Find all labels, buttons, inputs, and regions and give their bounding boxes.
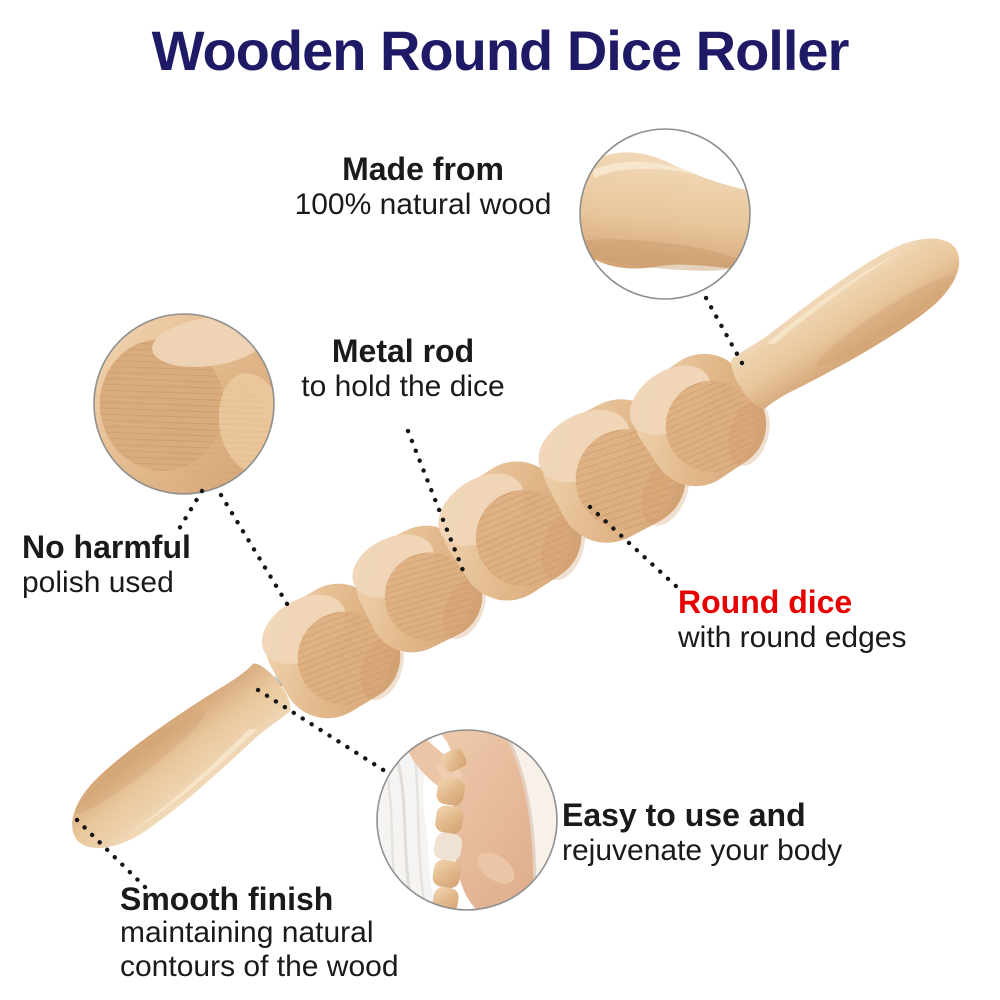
callout-body-line1: maintaining natural <box>120 916 374 949</box>
callout-heading: No harmful <box>22 529 191 565</box>
callout-body: to hold the dice <box>301 370 505 403</box>
leader-line-usage-inset <box>255 687 391 776</box>
callout-heading: Made from <box>342 151 504 187</box>
leader-line-no-harmful <box>173 488 205 537</box>
zoom-inset-dice <box>93 313 275 495</box>
callout-round-dice: Round dice with round edges <box>678 585 907 655</box>
callout-smooth-finish: Smooth finish maintaining natural contou… <box>120 882 399 984</box>
callout-body-line2: contours of the wood <box>120 950 399 983</box>
callout-body: rejuvenate your body <box>562 834 843 867</box>
handle-right <box>721 218 977 421</box>
callout-heading: Easy to use and <box>562 797 806 833</box>
leader-line-handle-inset <box>703 295 750 375</box>
callout-body: polish used <box>22 566 174 599</box>
page-title: Wooden Round Dice Roller <box>151 19 850 82</box>
leader-line-dice-inset <box>218 492 295 615</box>
callout-easy-to-use: Easy to use and rejuvenate your body <box>562 798 842 868</box>
zoom-inset-usage <box>376 729 558 911</box>
callout-no-harmful: No harmful polish used <box>22 530 191 600</box>
callout-made-from: Made from 100% natural wood <box>258 152 588 222</box>
zoom-inset-handle <box>579 128 751 300</box>
callout-heading: Round dice <box>678 584 853 620</box>
callout-heading: Smooth finish <box>120 881 334 917</box>
callout-metal-rod: Metal rod to hold the dice <box>248 334 558 404</box>
leader-line-metal-rod <box>405 428 467 576</box>
callout-body: 100% natural wood <box>294 188 552 221</box>
callout-heading: Metal rod <box>331 333 475 369</box>
callout-body: with round edges <box>678 621 907 654</box>
leader-line-round-dice <box>587 504 681 591</box>
